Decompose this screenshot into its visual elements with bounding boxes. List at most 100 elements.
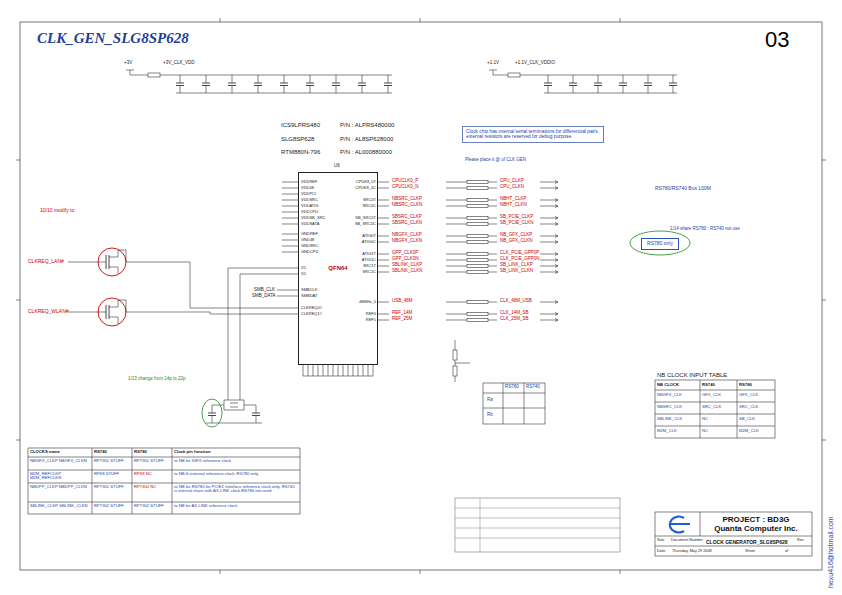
mosfet-symbol [109, 300, 118, 307]
resistor-pack [467, 253, 488, 256]
highlight-ellipse [202, 399, 222, 427]
off-page-arrow [555, 265, 558, 268]
ground-rail [176, 93, 392, 94]
wire [488, 266, 497, 267]
wire [228, 268, 282, 400]
table-cell: RS740 [94, 450, 130, 455]
off-page-arrow [555, 235, 558, 238]
wire [488, 314, 497, 315]
capacitor-symbol [202, 83, 210, 84]
table-cell: NBGFX_CLKP NBGFX_CLKN [30, 459, 90, 464]
table-grid [480, 498, 481, 552]
capacitor-symbol [573, 86, 574, 94]
pin-name: SRC0T [363, 198, 376, 202]
wire [446, 224, 467, 225]
wire [488, 254, 497, 255]
company-logo [670, 517, 690, 533]
off-page-arrow [555, 313, 558, 316]
capacitor-symbol [256, 416, 257, 424]
resistor-pack [467, 199, 488, 202]
capacitor-symbol [673, 75, 674, 83]
off-page-arrow [555, 259, 558, 262]
frame-tick [220, 18, 221, 22]
pin-name: ATIG1T [362, 252, 376, 256]
table-cell: NBGFX_CLK [657, 393, 682, 398]
capacitor-symbol [623, 75, 624, 83]
node-text: RS780 only [647, 241, 673, 247]
off-page-arrow [555, 223, 558, 226]
table-cell: SRC_CLK [702, 405, 721, 410]
resistor-symbol [453, 366, 457, 376]
wire [446, 314, 467, 315]
pin-stub [282, 200, 298, 201]
pin-name: VDDREF [301, 180, 317, 184]
capacitor-symbol [284, 86, 285, 94]
net-label: GPP_CLK0P [392, 251, 418, 256]
wire [378, 254, 389, 255]
note-text: CLOCK GENERATOR_SLG8SP628 [706, 540, 788, 546]
wire [118, 300, 282, 314]
pin-name: VDDSRC [301, 198, 318, 202]
table-cell: SB_CLK [739, 417, 755, 422]
table-grid [28, 457, 300, 458]
table-cell: to NB for RS780 for PCIE2 Interface refe… [174, 485, 298, 494]
crystal-symbol [224, 400, 244, 410]
capacitor-symbol [228, 83, 236, 84]
pin-stub [282, 182, 298, 183]
net-label: CLKREQ_LAN# [28, 259, 64, 265]
table-cell: RP68 NC [134, 472, 170, 477]
wire [540, 320, 558, 321]
capacitor-symbol [619, 83, 627, 84]
table-cell: RS740 [702, 383, 715, 388]
table-grid [92, 448, 93, 514]
pin-name: SRC1C [362, 270, 376, 274]
capacitor-symbol [384, 83, 392, 84]
note-text: P/N : ALPRS480000 [340, 122, 394, 129]
net-label: CLK_PCIE_GPP0N [500, 257, 540, 262]
net-label: CLK_PCIE_GPP0P [500, 251, 539, 256]
table-cell: SBLINK_CLKP SBLINK_CLKN [30, 504, 90, 509]
frame-tick [420, 570, 421, 574]
pin-stub [282, 188, 298, 189]
wire [446, 242, 467, 243]
pin-stub [282, 296, 298, 297]
wire [540, 266, 558, 267]
table-cell: M2M_CLK [657, 429, 677, 434]
capacitor-symbol [648, 86, 649, 94]
table-cell: SBLINK_CLK [657, 417, 682, 422]
resistor-pack [467, 235, 488, 238]
capacitor-symbol [548, 86, 549, 94]
wire [488, 242, 497, 243]
net-label: SB_LINK_CLKN [500, 269, 533, 274]
table-cell: NBDPP_CLKP NBDPP_CLKN [30, 485, 90, 490]
net-label: NB_GFX_CLKP [500, 233, 532, 238]
node-text: PROJECT : BD3G [722, 516, 789, 525]
table-cell: to NB for IGFX reference clock [174, 459, 298, 464]
wire [540, 200, 558, 201]
table-grid [655, 402, 775, 403]
table-cell: RP7301 STUFF [94, 485, 130, 490]
pin-stub [282, 194, 298, 195]
resistor-pack [467, 217, 488, 220]
pin-name: ATIG0C [362, 240, 376, 244]
capacitor-symbol [644, 83, 652, 84]
mosfet-symbol [109, 317, 118, 324]
ground-rail [303, 376, 373, 377]
capacitor-symbol [573, 75, 574, 83]
ferrite-bead [148, 73, 160, 77]
table-cell: RP7302 STUFF [134, 504, 170, 509]
wire [488, 272, 497, 273]
wire [540, 302, 558, 303]
wire [488, 320, 497, 321]
pin-name: GND48 [301, 238, 314, 242]
table-cell: GFX_CLK [702, 393, 721, 398]
table-grid [503, 383, 504, 424]
wire [277, 290, 282, 291]
wire [378, 188, 389, 189]
table-grid [28, 502, 300, 503]
pin-stub [358, 365, 359, 376]
pin-stub [282, 212, 298, 213]
capacitor-symbol [569, 83, 577, 84]
capacitor-symbol [648, 75, 649, 83]
